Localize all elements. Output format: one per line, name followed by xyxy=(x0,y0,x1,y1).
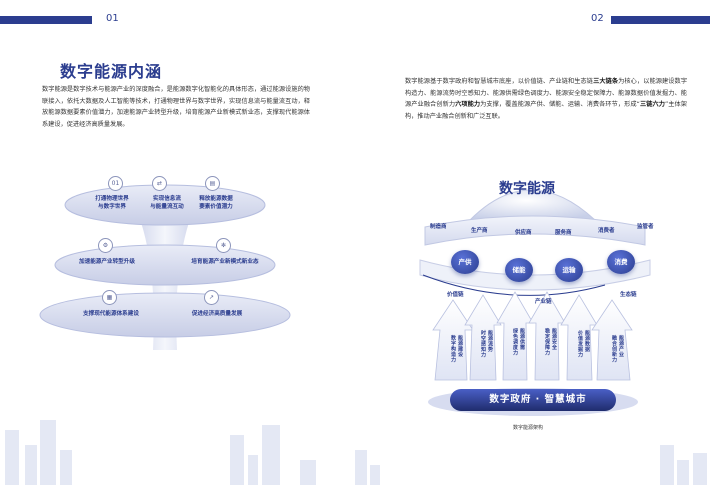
tier1-item-2: 释放能源数据 要素价值潜力 xyxy=(199,196,233,210)
role-producer: 生产商 xyxy=(471,228,488,234)
text-part: ”主体架构，推动产业融合创新和广泛互联。 xyxy=(405,101,687,120)
tier2-item-1: 培育能源产业新模式新业态 xyxy=(191,259,259,265)
flow-storage: 储能 xyxy=(505,258,533,282)
capability-2: 能源供需 绿色调度力 xyxy=(512,328,525,356)
city-skyline-decoration xyxy=(355,445,707,485)
header-bar xyxy=(0,16,92,24)
intro-paragraph: 数字能源基于数字政府和智慧城市底座，以价值链、产业链和生态链三大链条为核心，以能… xyxy=(405,76,687,122)
header-bar xyxy=(611,16,710,24)
capability-3: 能源安全 稳定保障力 xyxy=(544,328,557,356)
chain-ecology: 生态链 xyxy=(620,292,637,298)
city-skyline-decoration xyxy=(5,420,316,485)
flow-consumption: 消费 xyxy=(607,250,635,274)
text-part: 为核心，以能源建设数字构造力、能源流势时空感知力、能源供需绿色调度力、能源安全稳… xyxy=(405,78,688,108)
text-bold: 三大链条 xyxy=(593,78,619,85)
flow-transport: 运输 xyxy=(555,258,583,282)
role-manufacturer: 制造商 xyxy=(430,224,447,230)
capability-4: 能源数据 价值发掘力 xyxy=(577,330,590,358)
intro-paragraph: 数字能源是数字技术与能源产业的深度融合，是能源数字化智能化的具体形态，通过能源设… xyxy=(42,86,310,128)
chain-value: 价值链 xyxy=(447,292,464,298)
capability-5: 能源产业 融合创新力 xyxy=(611,335,624,363)
chart-icon: ⚙ xyxy=(98,238,113,253)
role-regulator: 监管者 xyxy=(637,224,654,230)
database-icon: ▤ xyxy=(205,176,220,191)
funnel-diagram xyxy=(39,184,291,350)
role-supplier: 供应商 xyxy=(515,230,532,236)
role-service-provider: 服务商 xyxy=(555,230,572,236)
role-consumer: 消费者 xyxy=(598,228,615,234)
diagram-top-icon: 01 xyxy=(108,176,123,191)
architecture-diagram xyxy=(419,189,651,416)
page-title: 数字能源内涵 xyxy=(60,62,163,81)
system-icon: ▦ xyxy=(102,290,117,305)
text-part: 数字能源基于数字政府和智慧城市底座，以价值链、产业链和生态链 xyxy=(405,78,594,85)
page-number: 01 xyxy=(106,13,119,24)
left-page: 01 数字能源内涵 数字能源是数字技术与能源产业的深度融合，是能源数字化智能化的… xyxy=(0,13,316,485)
text-part: 为支撑，覆盖能源产供、储能、运输、消费各环节，形成“ xyxy=(480,101,640,108)
tier1-item-0: 打通物理世界 与数字世界 xyxy=(95,196,129,210)
page-number: 02 xyxy=(591,13,604,24)
tier1-item-1: 实现信息流 与能量流互动 xyxy=(150,196,184,210)
diagram-caption: 数字能源架构 xyxy=(513,425,544,431)
base-label: 数字政府 · 智慧城市 xyxy=(489,394,587,405)
capability-1: 能源流势 时空感知力 xyxy=(480,330,493,358)
text-bold: 六项能力 xyxy=(455,101,481,108)
chain-industry: 产业链 xyxy=(535,299,552,305)
tier3-item-1: 促进经济高质量发展 xyxy=(191,311,243,317)
capability-0: 能源建设 数字构造力 xyxy=(450,335,463,363)
gear-icon: ✻ xyxy=(216,238,231,253)
growth-icon: ↗ xyxy=(204,290,219,305)
tier3-item-0: 支撑现代能源体系建设 xyxy=(83,311,139,317)
text-bold: 三链六力 xyxy=(639,101,665,108)
flow-production: 产供 xyxy=(451,250,479,274)
dome-title: 数字能源 xyxy=(499,181,555,197)
tier2-item-0: 加速能源产业转型升级 xyxy=(79,259,135,265)
sync-icon: ⇄ xyxy=(152,176,167,191)
right-page: 02 数字能源基于数字政府和智慧城市底座，以价值链、产业链和生态链三大链条为核心… xyxy=(355,0,710,485)
